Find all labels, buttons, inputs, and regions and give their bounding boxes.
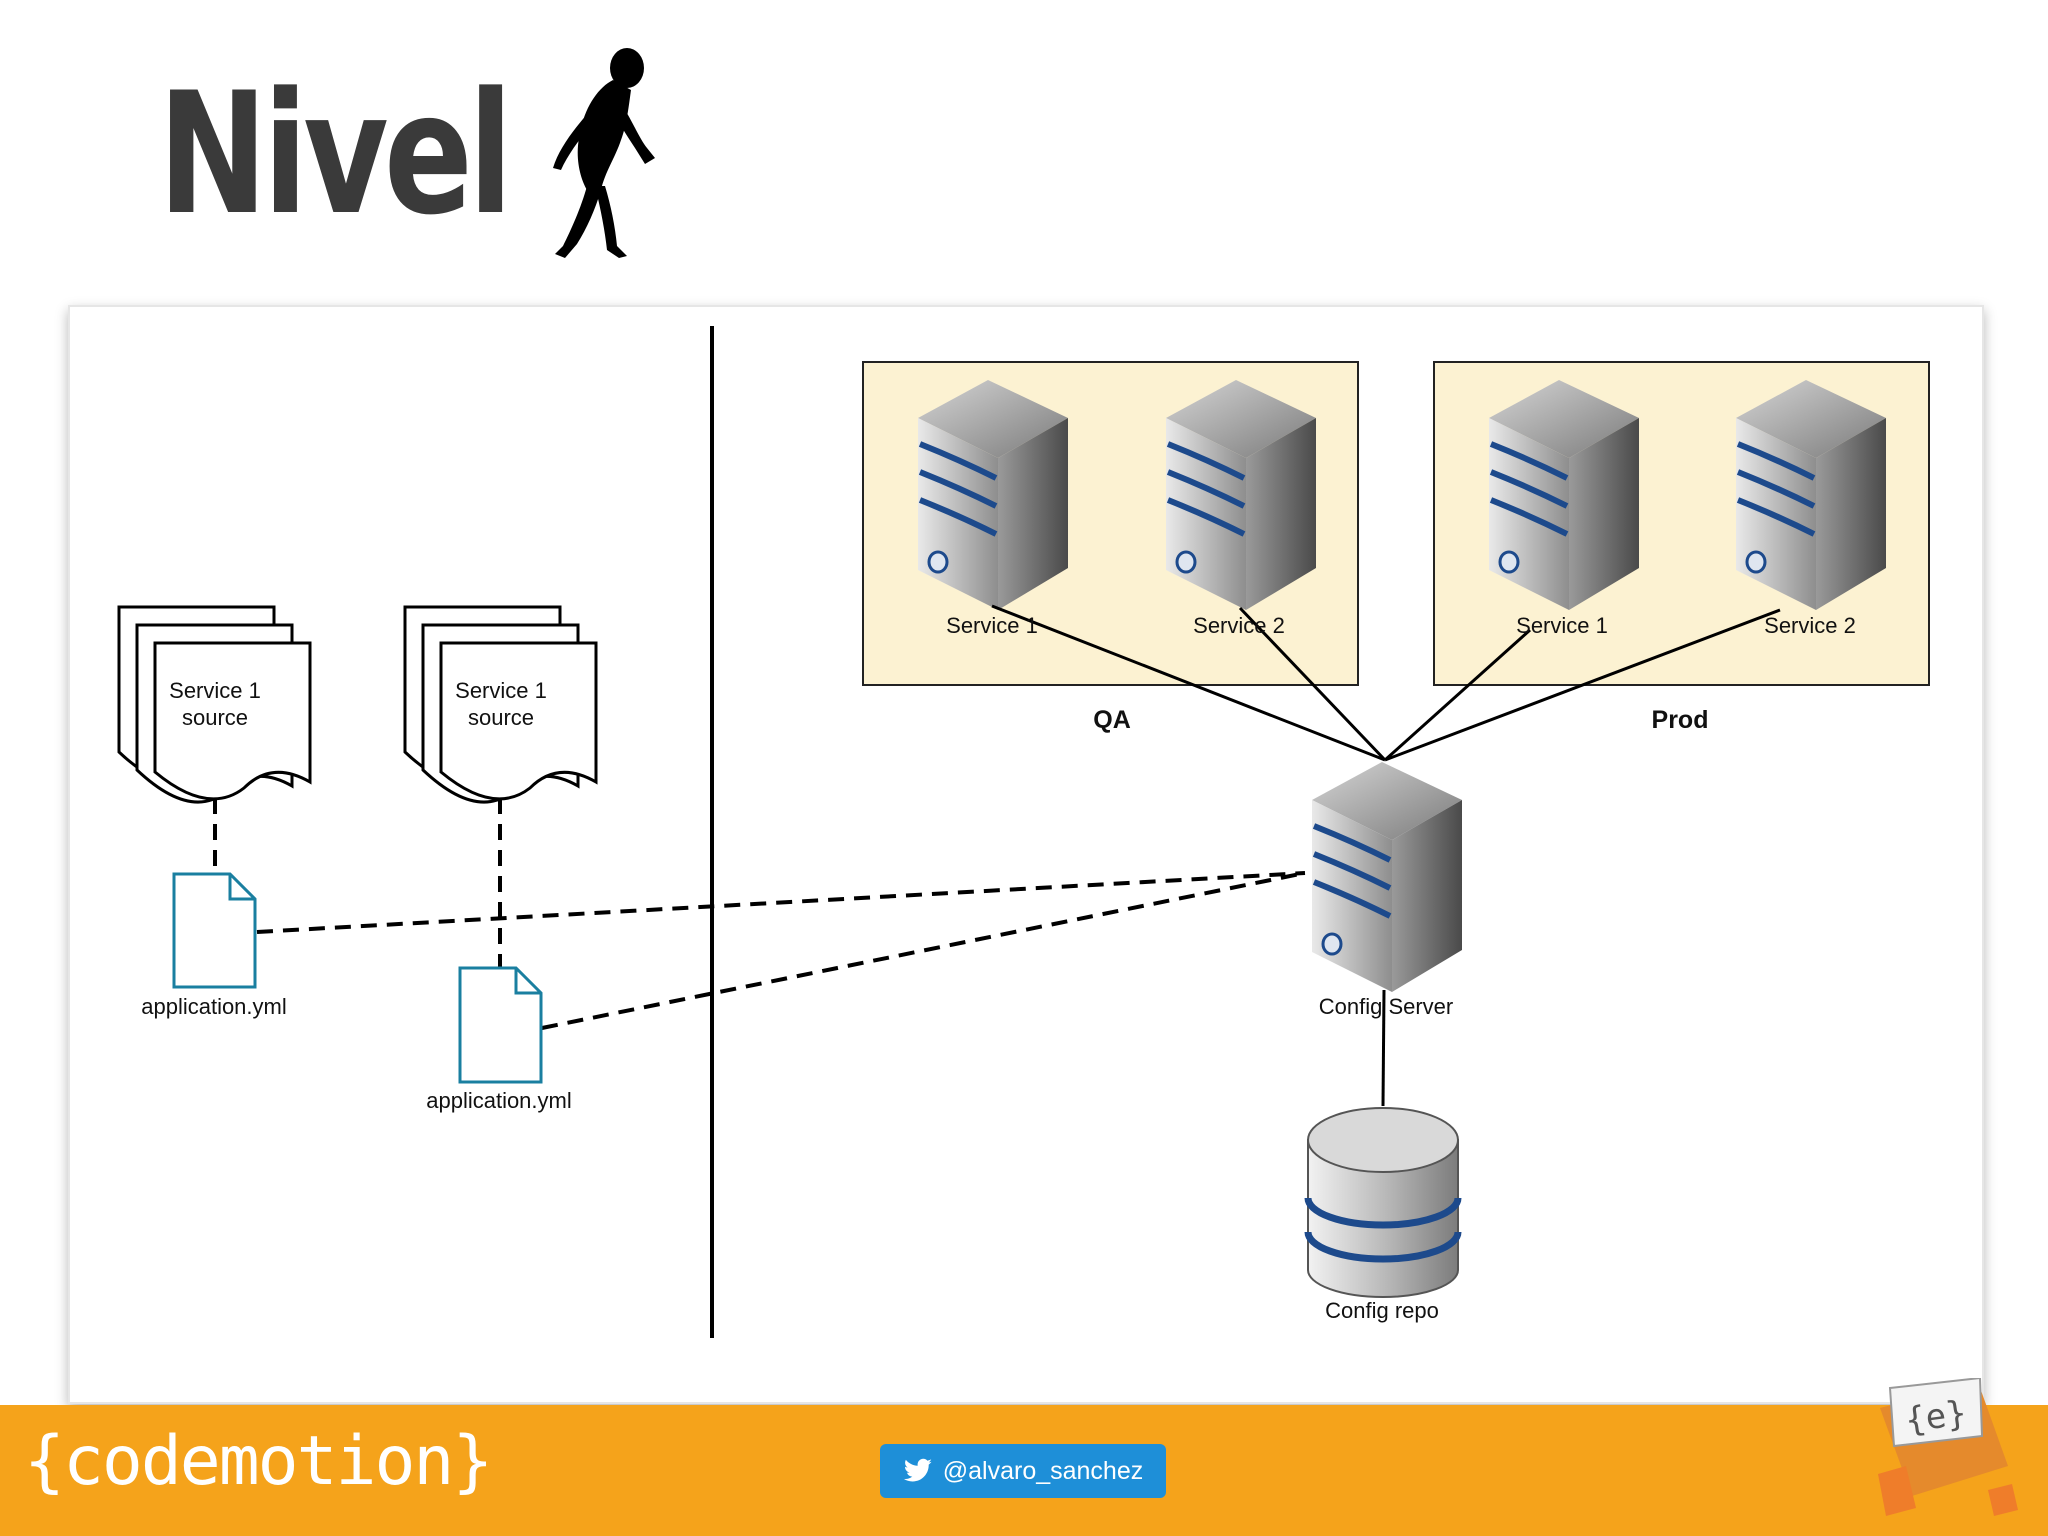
qa-environment-label: QA	[1093, 706, 1131, 734]
prod-service2-server-icon	[1736, 380, 1886, 610]
badge-text: {e}	[1903, 1393, 1969, 1441]
config-repo-label: Config repo	[1325, 1298, 1439, 1323]
codemotion-badge-icon: {e}	[1878, 1378, 2018, 1516]
twitter-bird-icon	[903, 1458, 932, 1482]
qa-service1-server-icon	[918, 380, 1068, 610]
service1-source-document-icon	[403, 605, 598, 804]
file-label: application.yml	[141, 994, 287, 1019]
prod-service1-server-icon	[1489, 380, 1639, 610]
yml-file-icon	[458, 966, 543, 1084]
config-repo-database-icon	[1304, 1107, 1462, 1298]
qa-service2-label: Service 2	[1193, 613, 1285, 638]
config-server-label: Config Server	[1319, 994, 1454, 1019]
qa-service2-server-icon	[1166, 380, 1316, 610]
codemotion-logo: {codemotion}	[24, 1422, 493, 1501]
file-label: application.yml	[426, 1088, 572, 1113]
twitter-handle-text: @alvaro_sanchez	[942, 1456, 1144, 1485]
connection-lines	[991, 604, 1781, 1107]
config-server-icon	[1312, 762, 1462, 992]
qa-service1-label: Service 1	[946, 613, 1038, 638]
early-human-silhouette-icon	[553, 48, 655, 258]
dashed-connections	[213, 798, 1306, 1030]
source-label-line2: source	[468, 705, 534, 730]
source-label-line1: Service 1	[455, 678, 547, 703]
source-label-line2: source	[182, 705, 248, 730]
yml-file-icon	[172, 872, 257, 989]
twitter-handle-badge[interactable]: @alvaro_sanchez	[880, 1444, 1166, 1498]
slide-title: Nivel	[158, 56, 513, 252]
prod-service1-label: Service 1	[1516, 613, 1608, 638]
prod-environment-label: Prod	[1652, 706, 1709, 734]
source-label-line1: Service 1	[169, 678, 261, 703]
prod-service2-label: Service 2	[1764, 613, 1856, 638]
service1-source-document-icon	[117, 605, 312, 804]
